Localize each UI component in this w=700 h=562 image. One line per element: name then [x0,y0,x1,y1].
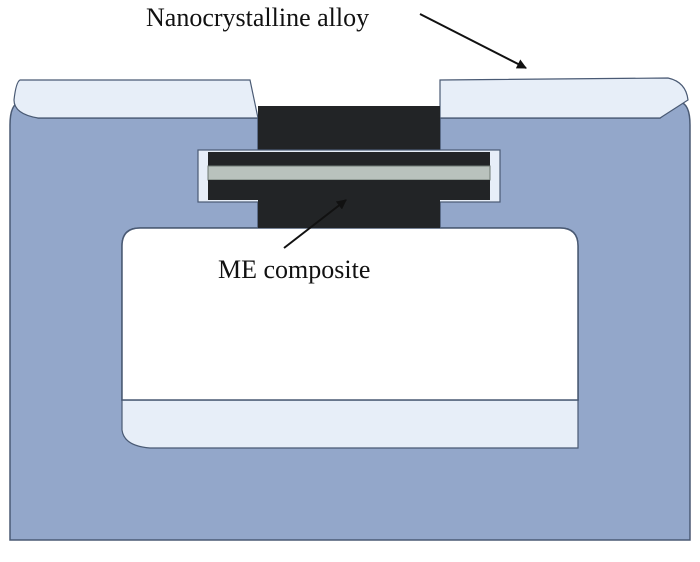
composite-lower-block [258,200,440,228]
me-composite-middle-layer [207,165,491,181]
gap-yoke-block [258,106,440,150]
me-composite-dark-bottom [208,180,490,200]
arrow-me-composite [283,199,347,249]
core-window [121,227,579,401]
window-bottom-surface [121,399,579,449]
core-top-right [439,77,689,119]
arrow-nanocrystalline [419,13,527,69]
me-composite-dark-top [208,152,490,166]
core-top-left [13,79,259,119]
label-nanocrystalline-alloy: Nanocrystalline alloy [146,3,369,32]
label-me-composite: ME composite [218,255,370,284]
